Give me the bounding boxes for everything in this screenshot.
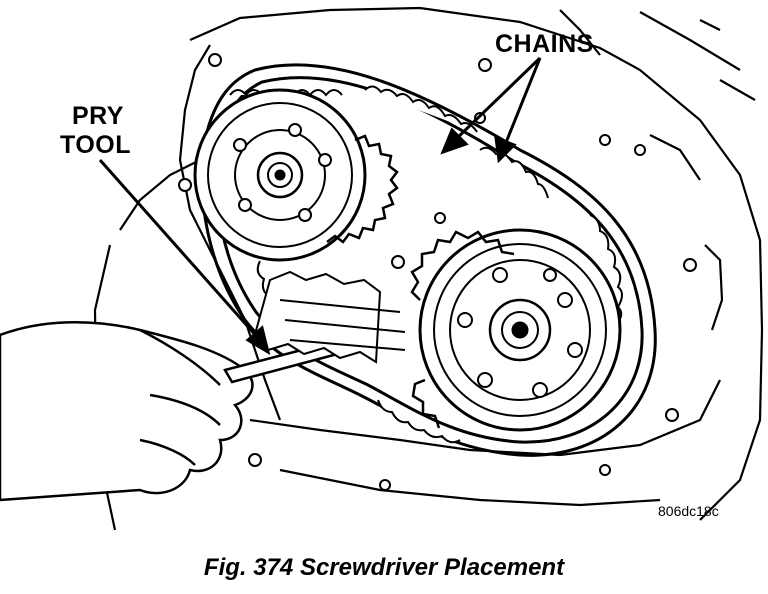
lower-sprocket-teeth	[410, 230, 515, 429]
chains-label: CHAINS	[495, 30, 594, 58]
chains-leader-2	[494, 57, 542, 164]
figure-code: 806dc18c	[658, 503, 719, 519]
upper-sprocket	[193, 88, 367, 262]
pry-tool-label-line1: PRY	[72, 102, 124, 130]
housing-bolts	[178, 53, 697, 491]
hand	[0, 320, 254, 502]
lower-sprocket	[418, 228, 622, 432]
chains-leader-1	[440, 56, 542, 155]
figure-caption: Fig. 374 Screwdriver Placement	[203, 554, 565, 581]
chain-block	[252, 270, 406, 364]
upper-sprocket-teeth	[326, 134, 399, 244]
pry-tool-leader	[98, 159, 271, 356]
housing	[93, 6, 764, 531]
pry-tool-label-line2: TOOL	[60, 131, 131, 159]
